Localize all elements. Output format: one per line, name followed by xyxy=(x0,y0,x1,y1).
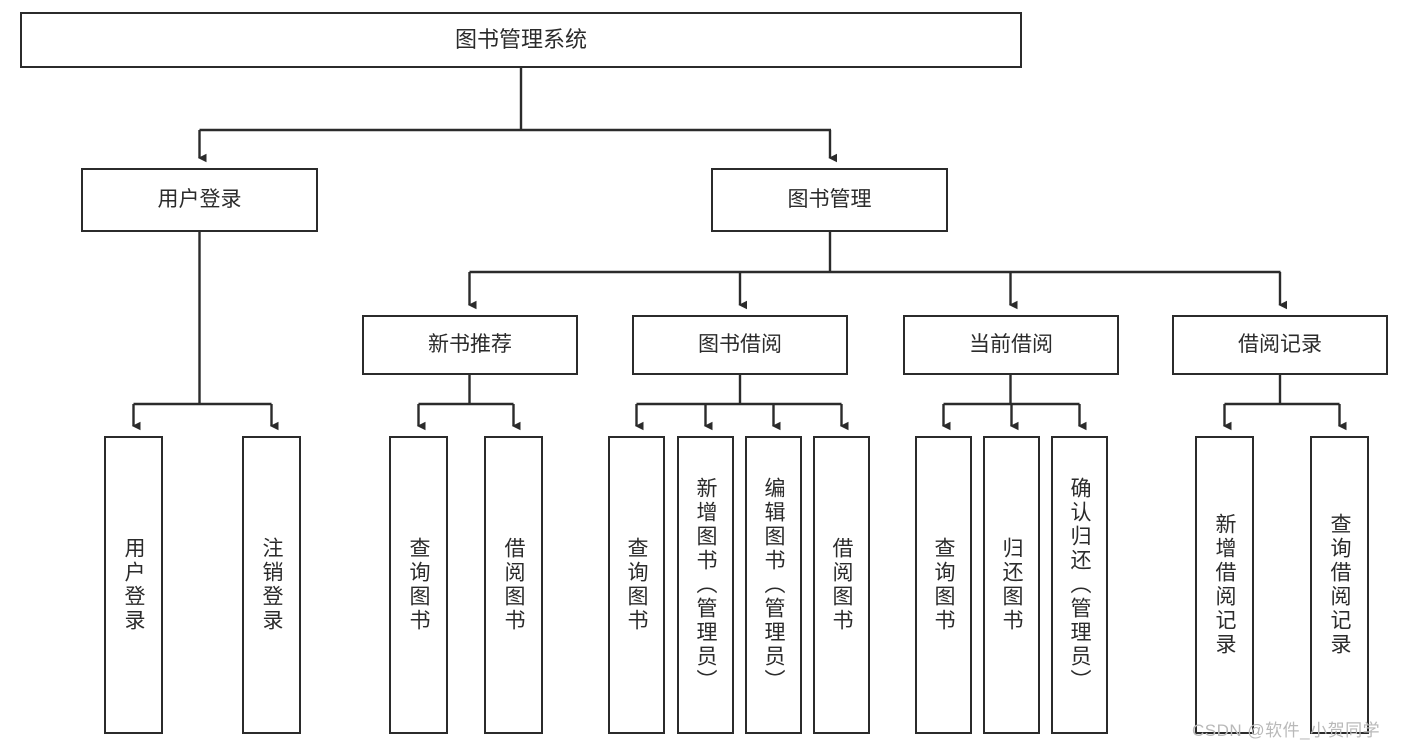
node-current-borrow-label: 当前借阅 xyxy=(969,332,1053,356)
leaf-logout-login[interactable]: 注销登录 xyxy=(242,436,301,734)
leaf-add-borrow-record[interactable]: 新增借阅记录 xyxy=(1195,436,1254,734)
node-new-book-recommend[interactable]: 新书推荐 xyxy=(362,315,578,375)
node-borrow-record-label: 借阅记录 xyxy=(1238,332,1322,356)
leaf-query-borrow-record-label: 查询借阅记录 xyxy=(1328,513,1351,657)
leaf-edit-book-admin-label: 编辑图书（管理员） xyxy=(762,477,785,693)
leaf-borrow-book-recommend[interactable]: 借阅图书 xyxy=(484,436,543,734)
node-borrow-record[interactable]: 借阅记录 xyxy=(1172,315,1388,375)
leaf-confirm-return-admin-label: 确认归还（管理员） xyxy=(1068,477,1091,693)
leaf-return-book-label: 归还图书 xyxy=(1000,537,1023,633)
node-root[interactable]: 图书管理系统 xyxy=(20,12,1022,68)
leaf-add-borrow-record-label: 新增借阅记录 xyxy=(1213,513,1236,657)
node-root-label: 图书管理系统 xyxy=(454,27,587,53)
leaf-user-login[interactable]: 用户登录 xyxy=(104,436,163,734)
leaf-user-login-label: 用户登录 xyxy=(122,537,145,633)
leaf-return-book[interactable]: 归还图书 xyxy=(983,436,1040,734)
leaf-confirm-return-admin[interactable]: 确认归还（管理员） xyxy=(1051,436,1108,734)
leaf-logout-login-label: 注销登录 xyxy=(260,537,283,633)
leaf-query-book-current[interactable]: 查询图书 xyxy=(915,436,972,734)
leaf-add-book-admin[interactable]: 新增图书（管理员） xyxy=(677,436,734,734)
node-book-borrow[interactable]: 图书借阅 xyxy=(632,315,848,375)
leaf-borrow-book[interactable]: 借阅图书 xyxy=(813,436,870,734)
node-book-management[interactable]: 图书管理 xyxy=(711,168,948,232)
node-new-book-recommend-label: 新书推荐 xyxy=(428,332,512,356)
node-book-borrow-label: 图书借阅 xyxy=(698,332,782,356)
watermark-text: CSDN @软件_小贺同学 xyxy=(1192,721,1381,740)
leaf-edit-book-admin[interactable]: 编辑图书（管理员） xyxy=(745,436,802,734)
leaf-query-book-recommend-label: 查询图书 xyxy=(407,537,430,633)
node-current-borrow[interactable]: 当前借阅 xyxy=(903,315,1119,375)
leaf-add-book-admin-label: 新增图书（管理员） xyxy=(694,477,717,693)
leaf-borrow-book-recommend-label: 借阅图书 xyxy=(502,537,525,633)
node-user-login-label: 用户登录 xyxy=(157,187,242,211)
leaf-query-book-current-label: 查询图书 xyxy=(932,537,955,633)
leaf-query-book-borrow-label: 查询图书 xyxy=(625,537,648,633)
leaf-query-book-borrow[interactable]: 查询图书 xyxy=(608,436,665,734)
node-book-management-label: 图书管理 xyxy=(787,187,872,211)
node-user-login[interactable]: 用户登录 xyxy=(81,168,318,232)
leaf-borrow-book-label: 借阅图书 xyxy=(830,537,853,633)
leaf-query-book-recommend[interactable]: 查询图书 xyxy=(389,436,448,734)
leaf-query-borrow-record[interactable]: 查询借阅记录 xyxy=(1310,436,1369,734)
